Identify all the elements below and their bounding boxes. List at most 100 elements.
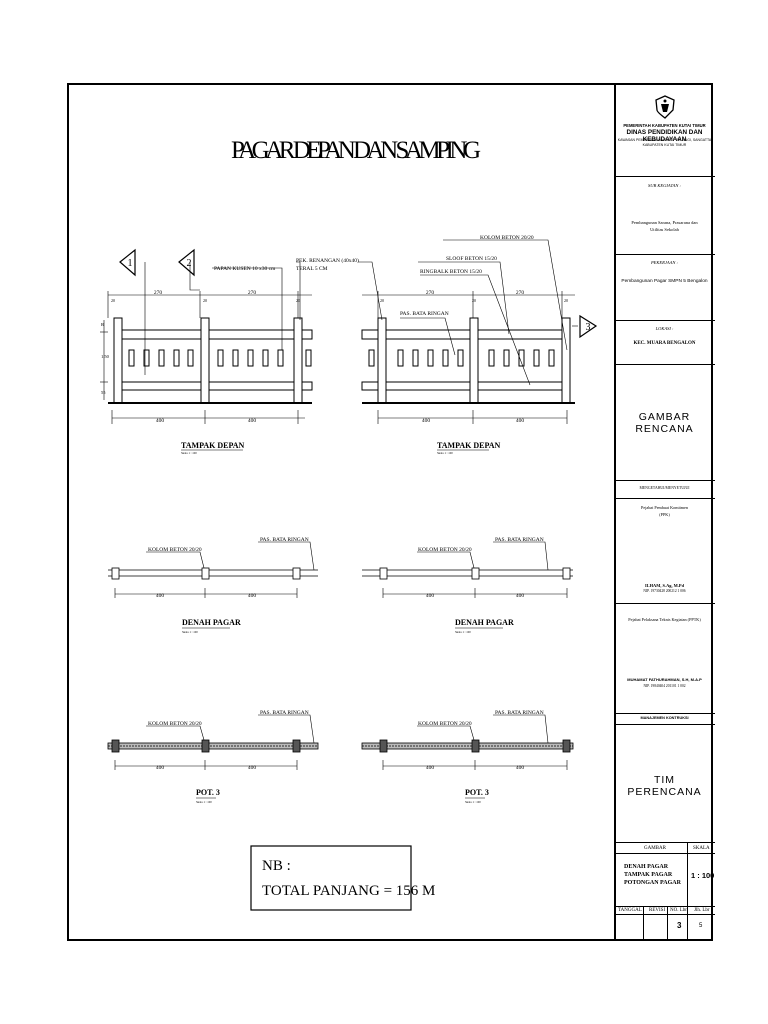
header-tanggal: TANGGAL: [618, 908, 642, 913]
plan-left-caption: DENAH PAGAR: [182, 618, 241, 627]
section-right: [361, 714, 574, 770]
label-sloof-beton: SLOOF BETON 15/20: [446, 256, 497, 262]
header-skala: SKALA: [693, 846, 710, 851]
section-left-pas: PAS. BATA RINGAN: [260, 710, 309, 716]
dim-top-r2: 270: [516, 290, 525, 296]
elevation-right: [358, 239, 598, 424]
plan-right: [362, 541, 573, 598]
approve-label: MENGETAHUI/MENYETUJUI: [639, 486, 690, 490]
header-jumlah-lembar: Jlh. Lbr: [694, 908, 710, 913]
label-kolom-beton: KOLOM BETON 20/20: [480, 235, 534, 241]
header-gambar: GAMBAR: [644, 846, 666, 851]
elevation-left: [100, 248, 313, 424]
plan-left: [108, 541, 318, 598]
drawing-frame: [67, 83, 713, 941]
header-revisi: REVISI: [649, 908, 666, 913]
section-left-kolom: KOLOM BETON 20/20: [148, 721, 202, 727]
pekerjaan-label: PEKERJAAN :: [650, 260, 679, 265]
mark-3: 3: [586, 322, 591, 333]
sub-kegiatan-label: SUB KEGIATAN :: [648, 183, 681, 188]
scale-tampak-depan-right: Skala 1 : 100: [437, 451, 453, 455]
dim-top-2: 270: [248, 290, 257, 296]
lokasi-value: KEC. MUARA BENGALON: [633, 341, 696, 346]
plan-right-dim2: 400: [516, 593, 525, 599]
header-no-lembar: NO. Lbr: [670, 908, 687, 913]
mk-label: MANAJEMEN KONTRUKSI: [640, 716, 689, 720]
label-pek-renangan: PEK. RENANGAN (40x40): [296, 257, 359, 264]
sheet-total: 5: [699, 923, 703, 929]
sheet-number: 3: [677, 921, 682, 930]
plan-left-kolom: KOLOM BETON 20/20: [148, 547, 202, 553]
dim-left-b: 55: [101, 390, 106, 395]
note-label: NB :: [262, 858, 291, 874]
dim-post-r2: 20: [472, 298, 476, 303]
title-block: PEMERINTAH KABUPATEN KUTAI TIMUR DINAS P…: [614, 83, 715, 941]
plan-left-dim1: 400: [156, 593, 165, 599]
plan-right-kolom: KOLOM BETON 20/20: [418, 547, 472, 553]
section-right-scale: Skala 1 : 100: [465, 800, 481, 804]
note-box: [250, 845, 412, 911]
label-pas-bata: PAS. BATA RINGAN: [400, 311, 449, 317]
dim-post-3: 20: [296, 298, 300, 303]
section-left: [107, 714, 319, 770]
section-left-caption: POT. 3: [196, 788, 220, 797]
drawing-title: PAGAR DEPAN DAN SAMPING: [231, 137, 481, 164]
pptk-role: Pejabat Pelaksana Teknis Kegiatan (PPTK): [628, 617, 701, 622]
dim-bottom-1: 400: [156, 418, 165, 424]
elevation-right-text: 3 KOLOM BETON 20/20 SLOOF BETON 15/20 RI…: [380, 235, 591, 455]
section-left-scale: Skala 1 : 100: [196, 800, 212, 804]
dim-left-r: R: [101, 322, 104, 327]
label-papan-kusen: PAPAN KUSEN 10 x30 cm: [214, 266, 276, 272]
section-right-caption: POT. 3: [465, 788, 489, 797]
lokasi-label: LOKASI :: [655, 326, 674, 331]
dim-bottom-r1: 400: [422, 418, 431, 424]
org-line-1: PEMERINTAH KABUPATEN KUTAI TIMUR: [623, 123, 706, 128]
sheet-title-1: DENAH PAGAR: [624, 864, 669, 870]
pptk-name: MUHAMAT FATHURAHMAN, S.H, M.A.P: [627, 677, 702, 682]
plan-right-scale: Skala 1 : 100: [455, 630, 471, 634]
label-ringbalk-beton: RINGBALK BETON 15/20: [420, 269, 482, 275]
elevation-left-text: 1 2 PAPAN KUSEN 10 x30 cm PEK. RENANGAN …: [101, 257, 359, 455]
pptk-nip: NIP. 19840404 201101 1 002: [643, 684, 686, 688]
ppk-nip: NIP. 19730428 200212 1 006: [643, 589, 686, 593]
dim-bottom-2: 400: [248, 418, 257, 424]
sub-kegiatan-value: Pembangunan Sarana, Prasarana dan Utilit…: [631, 220, 698, 232]
dim-bottom-r2: 400: [516, 418, 525, 424]
dim-top-r1: 270: [426, 290, 435, 296]
org-line-2: DINAS PENDIDIKAN DAN KEBUDAYAAN: [626, 129, 703, 143]
plan-left-pas: PAS. BATA RINGAN: [260, 537, 309, 543]
ppk-role: Pejabat Pembuat Komitmen (PPK): [641, 505, 688, 517]
org-line-3: KAWASAN PEMERINTAHAN BUKIT PELANGI, SANG…: [617, 138, 712, 142]
label-teral: TERAL 5 CM: [296, 266, 328, 272]
dim-post-1: 20: [111, 298, 115, 303]
dim-post-r1: 20: [380, 298, 384, 303]
mark-2: 2: [187, 258, 192, 269]
section-right-kolom: KOLOM BETON 20/20: [418, 721, 472, 727]
plan-right-caption: DENAH PAGAR: [455, 618, 514, 627]
section-right-dim1: 400: [426, 765, 435, 771]
note-total: TOTAL PANJANG = 156 M: [262, 883, 435, 899]
ppk-name: ILHAM, S.Ag, M.Pd: [644, 583, 685, 588]
plan-right-pas: PAS. BATA RINGAN: [495, 537, 544, 543]
team-label: TIM PERENCANA: [627, 774, 702, 798]
caption-tampak-depan-right: TAMPAK DEPAN: [437, 441, 501, 450]
plan-right-dim1: 400: [426, 593, 435, 599]
dim-top-1: 270: [154, 290, 163, 296]
sheet-title-3: POTONGAN PAGAR: [624, 880, 681, 886]
dim-post-2: 20: [203, 298, 207, 303]
plan-left-scale: Skala 1 : 100: [182, 630, 198, 634]
scale-tampak-depan-left: Skala 1 : 100: [181, 451, 197, 455]
mark-1: 1: [128, 258, 133, 269]
emblem-logo: [655, 95, 675, 119]
section-right-pas: PAS. BATA RINGAN: [495, 710, 544, 716]
section-left-dim2: 400: [248, 765, 257, 771]
plan-left-dim2: 400: [248, 593, 257, 599]
section-left-dim1: 400: [156, 765, 165, 771]
section-right-dim2: 400: [516, 765, 525, 771]
org-line-4: KABUPATEN KUTAI TIMUR: [642, 143, 687, 147]
pekerjaan-value: Pembangunan Pagar SMPN 5 Bengalon: [621, 279, 708, 284]
dim-left-h: 1.50: [101, 354, 110, 359]
drawing-type: GAMBAR RENCANA: [635, 411, 694, 435]
sheet-title-2: TAMPAK PAGAR: [624, 872, 673, 878]
